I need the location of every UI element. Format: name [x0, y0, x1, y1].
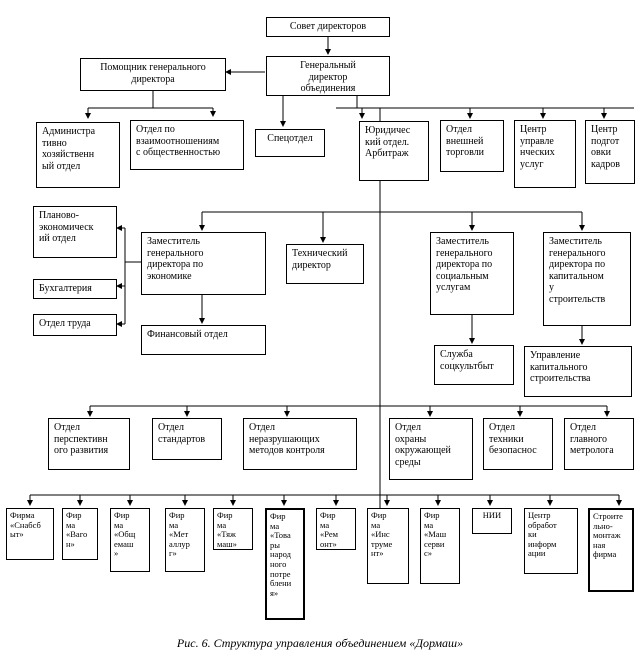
firm-box: Фир ма «Рем онт» — [316, 508, 356, 550]
council-of-directors-box: Совет директоров — [266, 17, 390, 37]
deputy-capital-construction-box: Заместитель генерального директора по ка… — [543, 232, 631, 326]
firm-box: Фир ма «Това ры народ ного потре блени я… — [265, 508, 305, 620]
figure-caption: Рис. 6. Структура управления объединение… — [176, 636, 464, 650]
firm-box: Фир ма «Мет аллур г» — [165, 508, 205, 572]
finance-dept-box: Финансовый отдел — [141, 325, 266, 355]
deputy-social-services-box: Заместитель генерального директора по со… — [430, 232, 514, 315]
environmental-protection-dept-box: Отдел охраны окружающей среды — [389, 418, 473, 480]
construction-installation-firm-box: Строите льно- монтаж ная фирма — [588, 508, 634, 592]
data-processing-center-box: Центр обработ ки информ ации — [524, 508, 578, 574]
firm-box: Фир ма «Тяж маш» — [213, 508, 253, 550]
assistant-general-director-box: Помощник генерального директора — [80, 58, 226, 91]
deputy-economics-box: Заместитель генерального директора по эк… — [141, 232, 266, 295]
foreign-trade-dept-box: Отдел внешней торговли — [440, 120, 504, 172]
technical-director-box: Технический директор — [286, 244, 364, 284]
firm-box: Фир ма «Общ емаш » — [110, 508, 150, 572]
admin-household-dept-box: Администра тивно хозяйственн ый отдел — [36, 122, 120, 188]
accounting-box: Бухгалтерия — [33, 279, 117, 299]
firm-box: Фир ма «Маш серви с» — [420, 508, 460, 584]
chief-metrologist-dept-box: Отдел главного метролога — [564, 418, 634, 470]
public-relations-dept-box: Отдел по взаимоотношениям с общественнос… — [130, 120, 244, 170]
standards-dept-box: Отдел стандартов — [152, 418, 222, 460]
prospective-development-dept-box: Отдел перспективн ого развития — [48, 418, 130, 470]
firm-box: Фир ма «Инс труме нт» — [367, 508, 409, 584]
firm-box: Фир ма «Ваго н» — [62, 508, 98, 560]
research-institute-box: НИИ — [472, 508, 512, 534]
labor-dept-box: Отдел труда — [33, 314, 117, 336]
legal-dept-box: Юридичес кий отдел. Арбитраж — [359, 121, 429, 181]
ndt-methods-dept-box: Отдел неразрушающих методов контроля — [243, 418, 357, 470]
management-services-center-box: Центр управле нческих услуг — [514, 120, 576, 188]
planning-economics-dept-box: Планово- экономическ ий отдел — [33, 206, 117, 258]
special-dept-box: Спецотдел — [255, 129, 325, 157]
general-director-box: Генеральный директор объединения — [266, 56, 390, 96]
safety-engineering-dept-box: Отдел техники безопаснос — [483, 418, 553, 470]
capital-construction-dept-box: Управление капитального строительства — [524, 346, 632, 397]
social-cultural-service-box: Служба соцкультбыт — [434, 345, 514, 385]
training-center-box: Центр подгот овки кадров — [585, 120, 635, 184]
firm-box: Фирма «Снабсб ыт» — [6, 508, 54, 560]
